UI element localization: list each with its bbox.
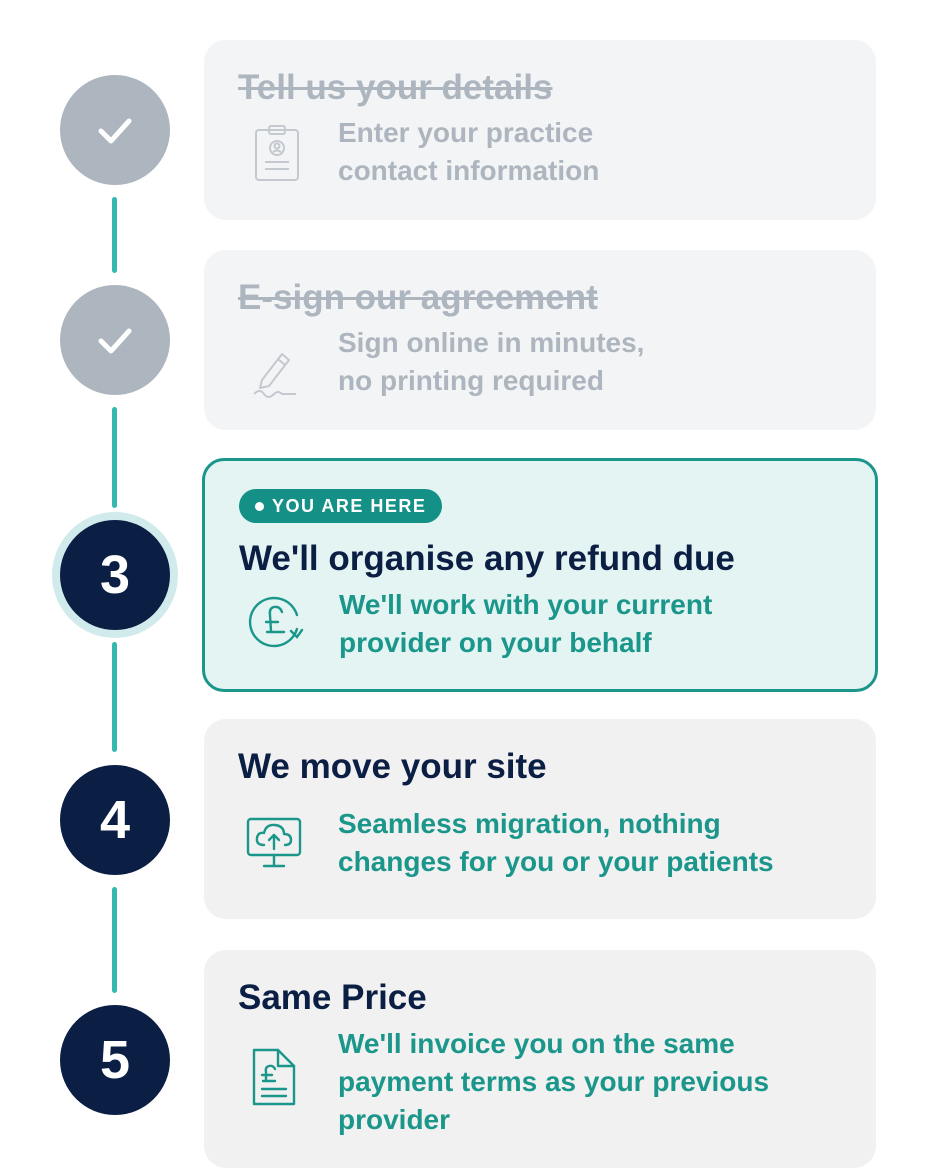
step-1-card[interactable]: Tell us your details Enter your practice…	[204, 40, 876, 220]
step-2-description: Sign online in minutes, no printing requ…	[338, 327, 645, 396]
step-1-title: Tell us your details	[238, 68, 553, 107]
step-4-description: Seamless migration, nothing changes for …	[338, 808, 774, 877]
step-4-marker: 4	[60, 765, 170, 875]
step-5-card[interactable]: Same Price We'll invoice you on the same…	[204, 950, 876, 1168]
timeline-connector-3-4	[112, 642, 117, 752]
step-2-marker	[60, 285, 170, 395]
step-3-card[interactable]: YOU ARE HERE We'll organise any refund d…	[202, 458, 878, 692]
step-5-number: 5	[99, 1030, 131, 1090]
badge-label: YOU ARE HERE	[272, 495, 427, 516]
cloud-upload-monitor-icon	[246, 817, 302, 868]
clipboard-id-icon	[255, 125, 299, 181]
check-icon	[98, 328, 132, 354]
timeline-connector-4-5	[112, 887, 117, 993]
pen-signature-icon	[253, 353, 296, 398]
step-2-card[interactable]: E-sign our agreement Sign online in minu…	[204, 250, 876, 430]
step-1-marker	[60, 75, 170, 185]
step-3-marker: 3	[60, 520, 170, 630]
timeline-connector-1-2	[112, 197, 117, 273]
you-are-here-badge: YOU ARE HERE	[239, 489, 443, 523]
step-5-marker: 5	[60, 1005, 170, 1115]
step-4-number: 4	[99, 790, 131, 850]
step-3-number: 3	[99, 545, 131, 605]
step-3-description: We'll work with your current provider on…	[339, 589, 713, 658]
step-2-title: E-sign our agreement	[238, 278, 598, 317]
pound-invoice-icon	[252, 1048, 296, 1106]
step-3-title: We'll organise any refund due	[239, 539, 735, 578]
timeline-connector-2-3	[112, 407, 117, 508]
step-4-card[interactable]: We move your site Seamless migration, no…	[204, 719, 876, 919]
pound-refund-icon	[248, 596, 304, 648]
badge-dot	[255, 501, 264, 511]
step-5-description: We'll invoice you on the same payment te…	[338, 1028, 770, 1135]
check-icon	[98, 118, 132, 144]
step-1-description: Enter your practice contact information	[338, 117, 600, 186]
step-5-title: Same Price	[238, 978, 427, 1017]
step-4-title: We move your site	[238, 747, 547, 786]
